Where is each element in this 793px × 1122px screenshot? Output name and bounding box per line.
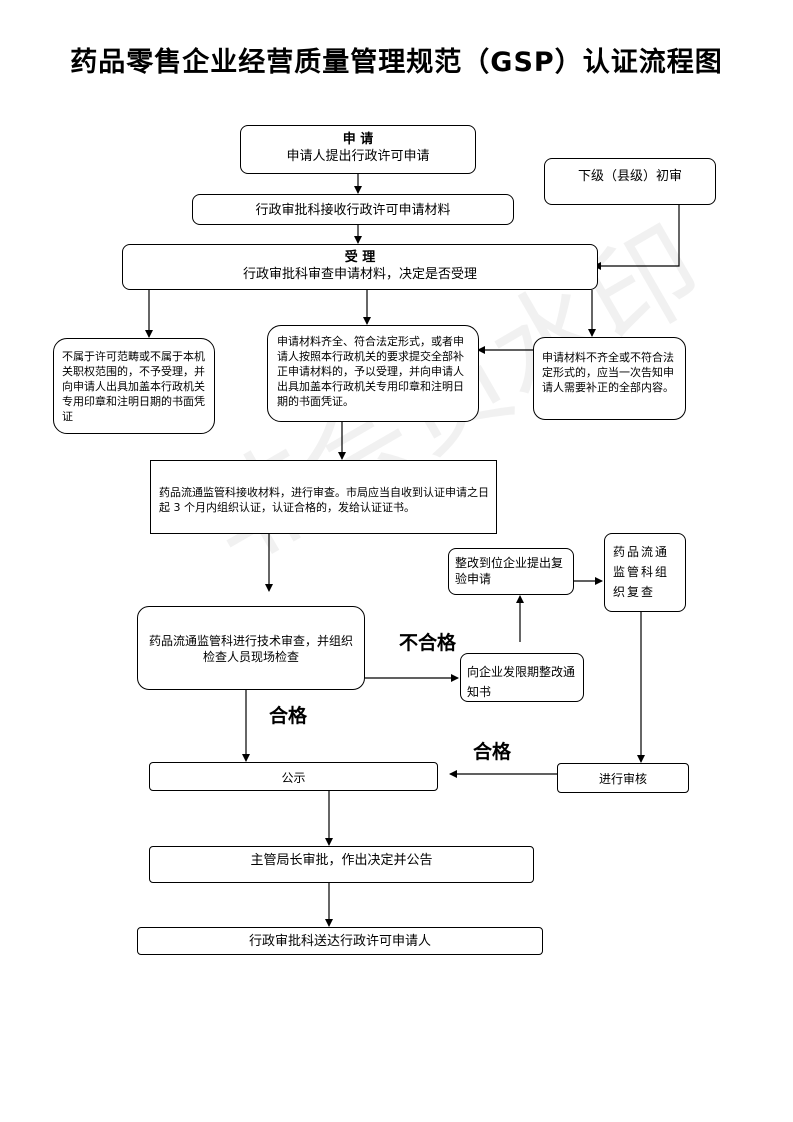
node-tech-review: 药品流通监管科进行技术审查，并组织检查人员现场检查 [137, 606, 365, 690]
node-complete: 申请材料齐全、符合法定形式，或者申请人按照本行政机关的要求提交全部补正申请材料的… [267, 325, 479, 422]
node-accept-text: 行政审批科审查申请材料，决定是否受理 [242, 267, 477, 282]
label-pass-right: 合格 [473, 741, 512, 763]
node-apply-title: 申 请 [342, 132, 374, 147]
node-reject: 不属于许可范畴或不属于本机关职权范围的，不予受理，并向申请人出具加盖本行政机关专… [53, 338, 215, 434]
arrow-county-accept [593, 205, 680, 270]
node-receive: 行政审批科接收行政许可申请材料 [192, 194, 514, 225]
node-accept-title: 受 理 [344, 250, 376, 265]
node-recheck-org: 药品流通监管科组织复查 [604, 533, 686, 612]
node-rectify-apply: 整改到位企业提出复验申请 [448, 548, 574, 595]
node-deliver: 行政审批科送达行政许可申请人 [137, 927, 543, 955]
node-notice: 向企业发限期整改通知书 [460, 653, 584, 702]
node-accept: 受 理 行政审批科审查申请材料，决定是否受理 [122, 244, 598, 290]
node-director-approval: 主管局长审批，作出决定并公告 [149, 846, 534, 883]
node-dept-receive: 药品流通监管科接收材料，进行审查。市局应当自收到认证申请之日起 3 个月内组织认… [150, 460, 497, 534]
node-incomplete: 申请材料不齐全或不符合法定形式的，应当一次告知申请人需要补正的全部内容。 [533, 337, 686, 420]
node-review: 进行审核 [557, 763, 689, 793]
node-apply: 申 请 申请人提出行政许可申请 [240, 125, 476, 174]
label-fail: 不合格 [399, 632, 457, 654]
node-county-review: 下级（县级）初审 [544, 158, 716, 205]
page-title: 药品零售企业经营质量管理规范（GSP）认证流程图 [70, 47, 723, 78]
label-pass-left: 合格 [269, 705, 308, 727]
node-publicity: 公示 [149, 762, 438, 791]
node-apply-text: 申请人提出行政许可申请 [286, 149, 430, 164]
